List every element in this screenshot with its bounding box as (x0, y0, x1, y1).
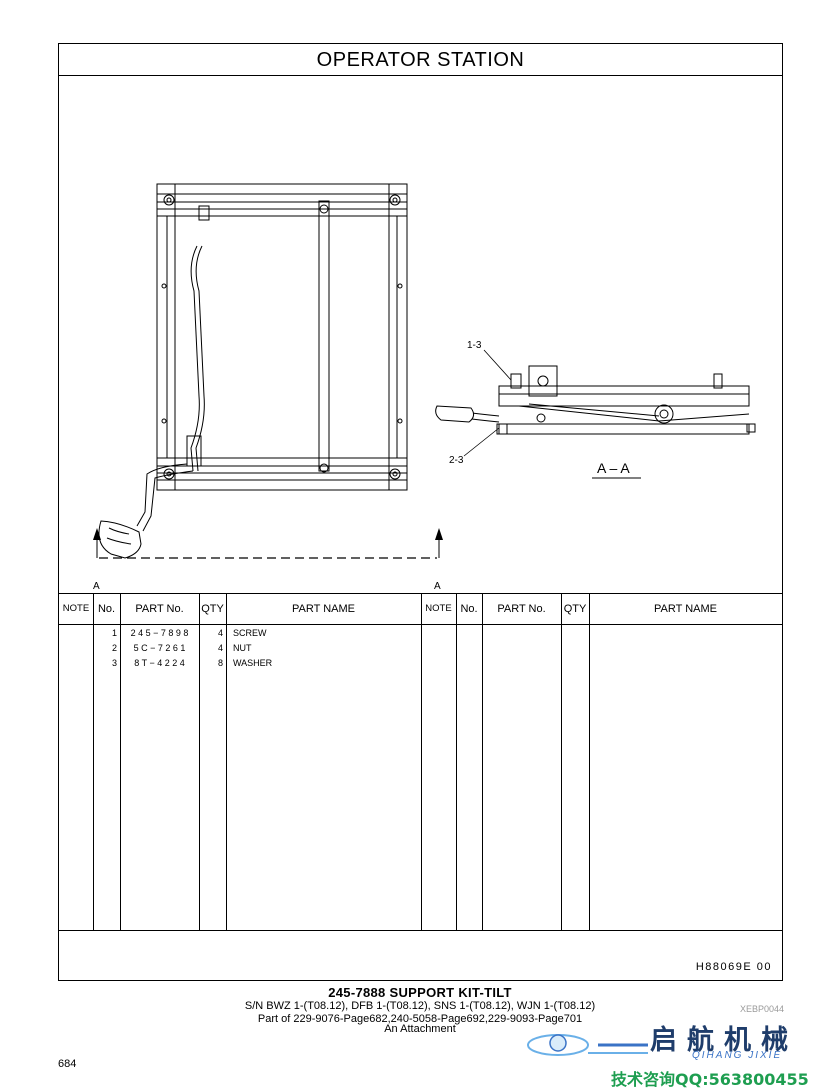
xebp-code: XEBP0044 (740, 1004, 785, 1014)
attachment-label: An Attachment (384, 1023, 456, 1035)
row-qty: 4 (217, 643, 223, 653)
page-title: OPERATOR STATION (59, 44, 782, 76)
row-part-no: 2 4 5 − 7 8 9 8 (130, 628, 189, 638)
col-divider (561, 594, 562, 930)
row-qty: 4 (217, 628, 223, 638)
header-note: NOTE (62, 603, 90, 614)
col-divider (482, 594, 483, 930)
page-frame: OPERATOR STATION (58, 43, 783, 981)
col-divider (93, 594, 94, 930)
section-label-right: A (434, 581, 441, 592)
header-no: No. (97, 603, 116, 615)
qihang-logo-mark (527, 1034, 648, 1056)
parts-drawing: A A 1-3 2-3 A – A (93, 183, 756, 592)
header-qty-2: QTY (563, 603, 587, 615)
col-divider (199, 594, 200, 930)
row-no: 1 (111, 628, 117, 638)
table-header-divider (59, 624, 782, 625)
reference-band: H88069E 00 (59, 930, 782, 980)
row-part-name: NUT (233, 643, 252, 653)
callout-leader-1 (483, 349, 512, 381)
col-divider (120, 594, 121, 930)
row-no: 2 (111, 643, 117, 653)
row-qty: 8 (217, 658, 223, 668)
callout-1-3: 1-3 (467, 340, 482, 351)
logo-pinyin: QIHANG JIXIE (692, 1050, 783, 1061)
row-no: 3 (111, 658, 117, 668)
parts-list-table: NOTE No. PART No. QTY PART NAME NOTE No.… (59, 593, 782, 930)
header-note-2: NOTE (425, 603, 452, 614)
logo-chinese: 启航机械 (650, 1025, 798, 1056)
header-part-name: PART NAME (292, 603, 355, 615)
row-part-name: SCREW (233, 628, 267, 638)
header-part-no: PART No. (135, 603, 184, 615)
row-part-no: 5 C − 7 2 6 1 (133, 643, 186, 653)
col-divider (226, 594, 227, 930)
callout-leader-2 (463, 427, 500, 457)
header-no-2: No. (460, 603, 478, 615)
kit-title: 245-7888 SUPPORT KIT-TILT (328, 985, 512, 1000)
seat-support-side-view (435, 365, 756, 435)
col-divider (421, 594, 422, 930)
header-qty: QTY (201, 603, 224, 615)
section-label-left: A (93, 581, 100, 592)
contact-watermark: 技术咨询QQ:563800455 (611, 1070, 809, 1089)
serial-numbers: S/N BWZ 1-(T08.12), DFB 1-(T08.12), SNS … (244, 1000, 596, 1012)
callout-2-3: 2-3 (449, 455, 464, 466)
part-of-references: Part of 229-9076-Page682,240-5058-Page69… (257, 1013, 583, 1025)
section-line (93, 528, 443, 559)
seat-support-top-view (98, 183, 408, 559)
header-part-name-2: PART NAME (654, 603, 717, 615)
drawing-reference: H88069E 00 (695, 961, 772, 973)
section-view-label: A – A (597, 460, 630, 476)
header-part-no-2: PART No. (497, 603, 546, 615)
col-divider (589, 594, 590, 930)
row-part-no: 8 T − 4 2 2 4 (134, 658, 185, 668)
col-divider (456, 594, 457, 930)
row-part-name: WASHER (233, 658, 273, 668)
page-number: 684 (58, 1058, 77, 1070)
